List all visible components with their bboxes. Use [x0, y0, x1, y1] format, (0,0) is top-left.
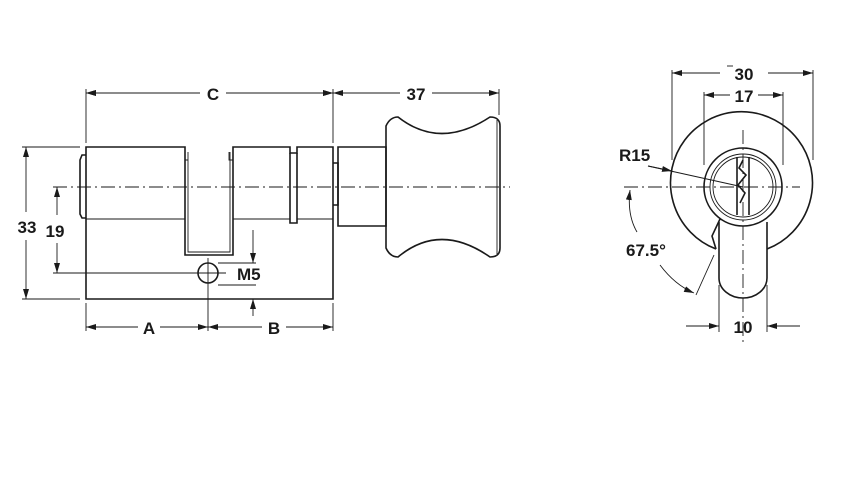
front-view: 30 17 R15 67.5° 10 — [619, 65, 814, 342]
dim-a-label: A — [143, 319, 155, 338]
centerlines — [624, 130, 800, 342]
dim-r15-label: R15 — [619, 146, 650, 165]
dim-angle-label: 67.5° — [626, 241, 666, 260]
cylinder-body — [79, 146, 339, 300]
dim-10-label: 10 — [734, 318, 753, 337]
dim-b-label: B — [268, 319, 280, 338]
dim-c-label: C — [207, 85, 219, 104]
cylinder-lobe — [718, 222, 768, 299]
dim-m5-label: M5 — [237, 265, 261, 284]
dim-19-label: 19 — [46, 222, 65, 241]
dim-33-label: 33 — [18, 218, 37, 237]
side-view: C 37 33 19 M5 A B — [18, 85, 510, 338]
rosette-circle — [669, 111, 814, 250]
dim-17-label: 17 — [735, 87, 754, 106]
dim-37-label: 37 — [407, 85, 426, 104]
dim-30-label: 30 — [735, 65, 754, 84]
